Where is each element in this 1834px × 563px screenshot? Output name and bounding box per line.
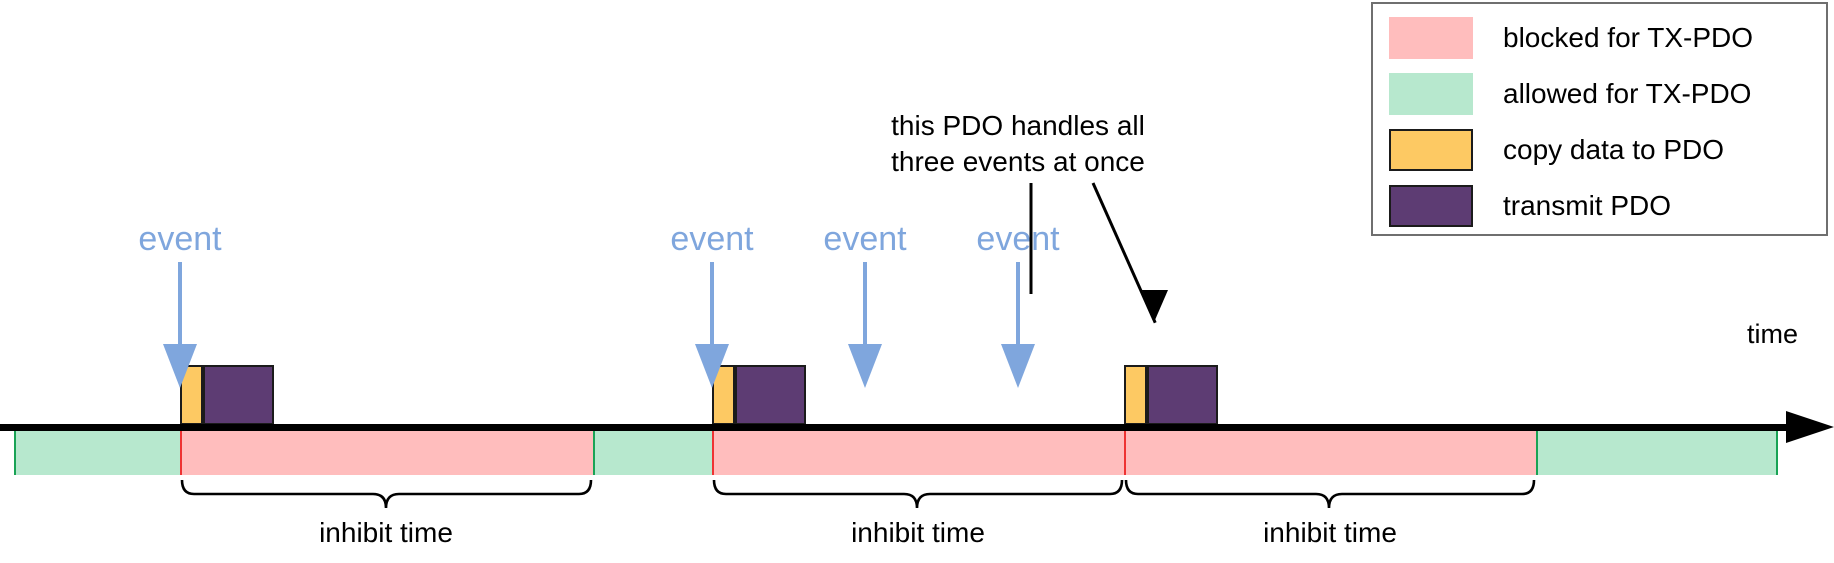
legend-label-transmit: transmit PDO [1503,190,1672,221]
annotation-stem [1029,183,1033,294]
legend-swatch-transmit [1389,185,1473,227]
annotation-arrowhead-icon [1142,290,1168,320]
event-label-3: event [823,220,907,258]
event-label-1: event [138,220,222,258]
transmit-block-1 [203,365,274,425]
event-arrowhead-icon-1 [163,344,197,388]
legend-row-blocked: blocked for TX-PDO [1389,12,1753,64]
copy-block-3 [1124,365,1147,425]
legend-row-copy: copy data to PDO [1389,124,1724,176]
legend-swatch-allowed [1389,73,1473,115]
event-stem-3 [863,262,867,364]
transmit-block-2 [735,365,806,425]
event-stem-1 [178,262,182,364]
annotation-text: this PDO handles all three events at onc… [891,110,1145,177]
band-blocked-2 [712,431,1128,475]
inhibit-brace-2 [712,479,1124,509]
time-axis-arrow-icon [1786,411,1834,443]
legend-swatch-blocked [1389,17,1473,59]
band-blocked-3 [1124,431,1540,475]
band-allowed-2 [593,431,716,475]
band-blocked-1 [180,431,597,475]
legend-row-allowed: allowed for TX-PDO [1389,68,1751,120]
event-stem-4 [1016,262,1020,364]
event-label-2: event [670,220,754,258]
legend-label-allowed: allowed for TX-PDO [1503,78,1752,109]
transmit-block-3 [1147,365,1218,425]
inhibit-brace-3 [1124,479,1536,509]
event-label-4: event [976,220,1060,258]
inhibit-label-2: inhibit time [851,517,985,548]
legend-label-copy: copy data to PDO [1503,134,1725,165]
time-axis-line [0,424,1800,431]
inhibit-label-3: inhibit time [1263,517,1397,548]
event-stem-2 [710,262,714,364]
legend-swatch-copy [1389,129,1473,171]
event-arrowhead-icon-3 [848,344,882,388]
event-arrowhead-icon-4 [1001,344,1035,388]
band-allowed-3 [1536,431,1778,475]
legend-label-blocked: blocked for TX-PDO [1503,22,1754,53]
time-axis-label: time [1747,319,1799,349]
legend-box: blocked for TX-PDO allowed for TX-PDO co… [1371,2,1828,236]
event-arrowhead-icon-2 [695,344,729,388]
band-allowed-1 [14,431,184,475]
inhibit-brace-1 [180,479,593,509]
legend-row-transmit: transmit PDO [1389,180,1671,232]
inhibit-label-1: inhibit time [319,517,453,548]
